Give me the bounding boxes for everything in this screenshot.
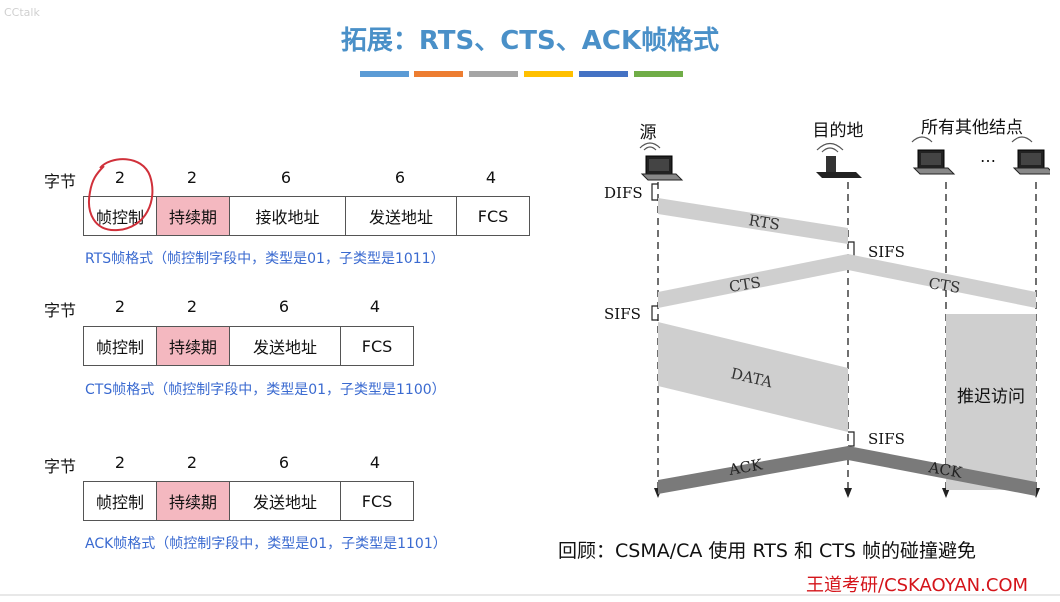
size-rts-3: 6 [394, 168, 406, 187]
field-fcs: FCS [340, 326, 414, 366]
field-frame-control: 帧控制 [83, 326, 157, 366]
rts-caption: RTS帧格式（帧控制字段中，类型是01，子类型是1011） [85, 251, 445, 267]
rts-frame-table: 帧控制 持续期 接收地址 发送地址 FCS [83, 196, 530, 236]
page-title: 拓展：RTS、CTS、ACK帧格式 [340, 26, 720, 56]
label-sifs-2: SIFS [604, 305, 641, 323]
field-sender-address: 发送地址 [229, 326, 341, 366]
field-sender-address: 发送地址 [345, 196, 457, 236]
size-cts-0: 2 [114, 297, 126, 316]
data-band [658, 322, 848, 432]
size-cts-3: 4 [369, 297, 381, 316]
cts-band-right [848, 254, 1036, 308]
laptop-icon-other-2 [1011, 136, 1050, 175]
label-rts: RTS [747, 211, 781, 234]
field-duration: 持续期 [156, 326, 230, 366]
label-sifs-1: SIFS [868, 243, 905, 261]
byte-label-cts: 字节 [44, 301, 77, 320]
rts-band [658, 198, 848, 244]
bottom-divider [0, 594, 1060, 596]
color-bar-1 [360, 71, 409, 77]
cts-band-left [658, 254, 848, 308]
recap-text: 回顾：CSMA/CA 使用 RTS 和 CTS 帧的碰撞避免 [558, 540, 977, 562]
byte-label-ack: 字节 [44, 457, 77, 476]
ack-caption: ACK帧格式（帧控制字段中，类型是01，子类型是1101） [85, 536, 447, 552]
byte-label-rts: 字节 [44, 172, 77, 191]
label-source: 源 [640, 123, 657, 143]
brand-logo: 王道考研/CSKAOYAN.COM [806, 575, 1029, 596]
size-rts-2: 6 [280, 168, 292, 187]
label-ack-1: ACK [727, 455, 765, 479]
size-ack-1: 2 [186, 453, 198, 472]
label-other-nodes: 所有其他结点 [921, 118, 1023, 138]
field-sender-address: 发送地址 [229, 481, 341, 521]
field-duration: 持续期 [156, 481, 230, 521]
color-bar-5 [579, 71, 628, 77]
ack-frame-table: 帧控制 持续期 发送地址 FCS [83, 481, 414, 521]
label-ellipsis: … [980, 147, 996, 166]
size-cts-1: 2 [186, 297, 198, 316]
size-rts-1: 2 [186, 168, 198, 187]
ack-band-left [658, 446, 848, 494]
field-frame-control: 帧控制 [83, 481, 157, 521]
annotation-circle [88, 158, 154, 232]
watermark: CCtalk [4, 6, 40, 19]
router-icon-destination [816, 142, 862, 178]
color-bar-4 [524, 71, 573, 77]
label-cts-2: CTS [927, 274, 961, 297]
color-bar-2 [414, 71, 463, 77]
cts-caption: CTS帧格式（帧控制字段中，类型是01，子类型是1100） [85, 382, 446, 398]
laptop-icon-other-1 [911, 136, 956, 175]
size-rts-0: 2 [114, 168, 126, 187]
cts-frame-table: 帧控制 持续期 发送地址 FCS [83, 326, 414, 366]
field-fcs: FCS [456, 196, 530, 236]
csma-ca-diagram: 源 目的地 所有其他结点 … DIFS SIFS SIFS [604, 118, 1050, 498]
field-duration: 持续期 [156, 196, 230, 236]
color-bar-3 [469, 71, 518, 77]
size-rts-4: 4 [485, 168, 497, 187]
field-receiver-address: 接收地址 [229, 196, 346, 236]
label-defer: 推迟访问 [957, 387, 1025, 407]
label-cts-1: CTS [728, 273, 762, 296]
defer-block [946, 314, 1036, 490]
field-fcs: FCS [340, 481, 414, 521]
label-ack-2: ACK [926, 458, 964, 482]
laptop-icon-source [639, 142, 684, 181]
size-ack-0: 2 [114, 453, 126, 472]
label-sifs-3: SIFS [868, 430, 905, 448]
size-ack-3: 4 [369, 453, 381, 472]
label-destination: 目的地 [813, 121, 864, 141]
size-ack-2: 6 [278, 453, 290, 472]
label-difs: DIFS [604, 184, 643, 202]
color-bar-6 [634, 71, 683, 77]
size-cts-2: 6 [278, 297, 290, 316]
ack-band-right [848, 446, 1036, 496]
